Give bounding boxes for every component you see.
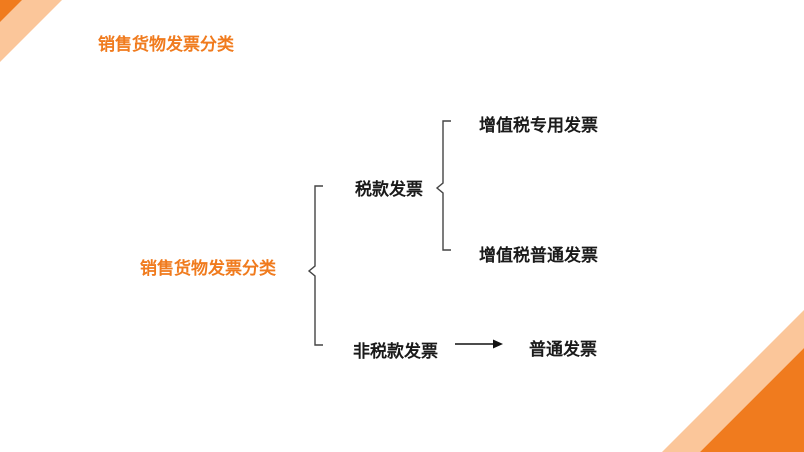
non-taxable-invoice-label: 非税款发票 bbox=[353, 342, 438, 362]
slide-title: 销售货物发票分类 bbox=[98, 35, 234, 55]
root-bracket bbox=[307, 185, 323, 346]
vat-general-invoice-label: 增值税普通发票 bbox=[479, 246, 598, 266]
general-invoice-label: 普通发票 bbox=[529, 340, 597, 360]
corner-stripe-bottom-right-dark bbox=[700, 348, 804, 452]
corner-stripe-bottom-right-light bbox=[662, 310, 804, 452]
root-node-label: 销售货物发票分类 bbox=[140, 259, 276, 279]
arrow-head bbox=[493, 339, 503, 349]
corner-stripe-top-left-light bbox=[0, 0, 62, 62]
vat-special-invoice-label: 增值税专用发票 bbox=[479, 116, 598, 136]
corner-stripe-top-left-dark bbox=[0, 0, 22, 22]
taxable-bracket bbox=[435, 120, 451, 251]
taxable-invoice-label: 税款发票 bbox=[355, 180, 423, 200]
